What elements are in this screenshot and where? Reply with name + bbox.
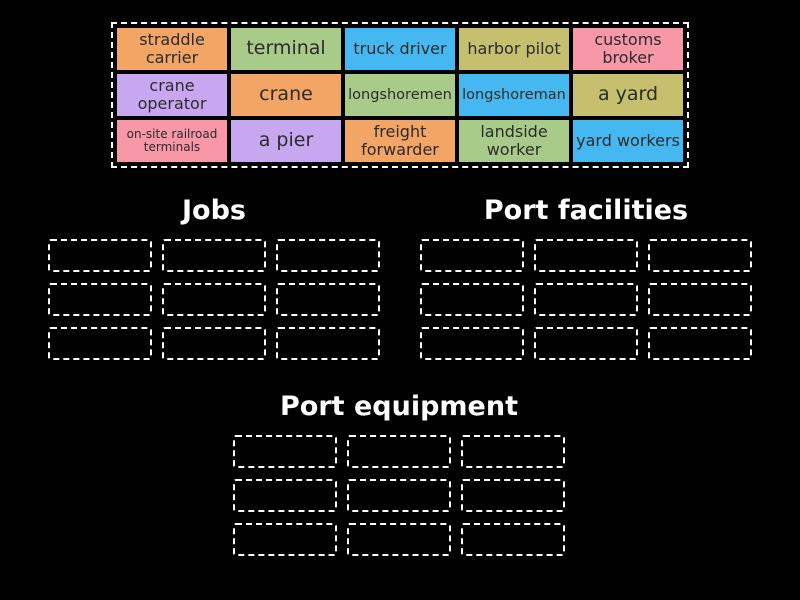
drop-slot[interactable] (347, 435, 451, 468)
drop-slot[interactable] (534, 283, 638, 316)
group-port-facilities-slots (420, 239, 752, 360)
tile-longshoreman[interactable]: longshoreman (459, 74, 569, 116)
tile-customs-broker[interactable]: customs broker (573, 28, 683, 70)
group-port-facilities-title: Port facilities (483, 195, 689, 226)
drop-slot[interactable] (461, 435, 565, 468)
drop-slot[interactable] (162, 327, 266, 360)
group-port-equipment-title: Port equipment (280, 391, 518, 422)
drop-slot[interactable] (162, 283, 266, 316)
tile-freight-forwarder[interactable]: freight forwarder (345, 120, 455, 162)
group-port-equipment: Port equipment (233, 391, 565, 556)
tile-a-yard[interactable]: a yard (573, 74, 683, 116)
tile-tray: straddle carrier terminal truck driver h… (111, 22, 689, 168)
drop-slot[interactable] (233, 479, 337, 512)
tile-yard-workers[interactable]: yard workers (573, 120, 683, 162)
group-port-facilities: Port facilities (420, 195, 752, 360)
drop-slot[interactable] (420, 239, 524, 272)
tile-on-site-railroad-terminals[interactable]: on-site railroad terminals (117, 120, 227, 162)
drop-slot[interactable] (233, 435, 337, 468)
drop-slot[interactable] (461, 523, 565, 556)
drop-slot[interactable] (276, 239, 380, 272)
tile-harbor-pilot[interactable]: harbor pilot (459, 28, 569, 70)
drop-slot[interactable] (48, 327, 152, 360)
tile-longshoremen[interactable]: longshoremen (345, 74, 455, 116)
drop-slot[interactable] (648, 239, 752, 272)
drop-slot[interactable] (420, 283, 524, 316)
drop-slot[interactable] (162, 239, 266, 272)
drop-slot[interactable] (48, 239, 152, 272)
group-jobs: Jobs (48, 195, 380, 360)
drop-slot[interactable] (461, 479, 565, 512)
drop-slot[interactable] (276, 283, 380, 316)
drop-slot[interactable] (534, 327, 638, 360)
group-jobs-title: Jobs (182, 195, 246, 226)
tile-truck-driver[interactable]: truck driver (345, 28, 455, 70)
drop-slot[interactable] (48, 283, 152, 316)
drop-slot[interactable] (648, 327, 752, 360)
group-port-equipment-slots (233, 435, 565, 556)
drop-slot[interactable] (233, 523, 337, 556)
drop-slot[interactable] (347, 523, 451, 556)
group-jobs-slots (48, 239, 380, 360)
drop-slot[interactable] (420, 327, 524, 360)
tile-straddle-carrier[interactable]: straddle carrier (117, 28, 227, 70)
drop-slot[interactable] (347, 479, 451, 512)
tile-terminal[interactable]: terminal (231, 28, 341, 70)
drop-slot[interactable] (276, 327, 380, 360)
drop-slot[interactable] (534, 239, 638, 272)
tile-a-pier[interactable]: a pier (231, 120, 341, 162)
tile-crane[interactable]: crane (231, 74, 341, 116)
drop-slot[interactable] (648, 283, 752, 316)
tile-crane-operator[interactable]: crane operator (117, 74, 227, 116)
tile-landside-worker[interactable]: landside worker (459, 120, 569, 162)
